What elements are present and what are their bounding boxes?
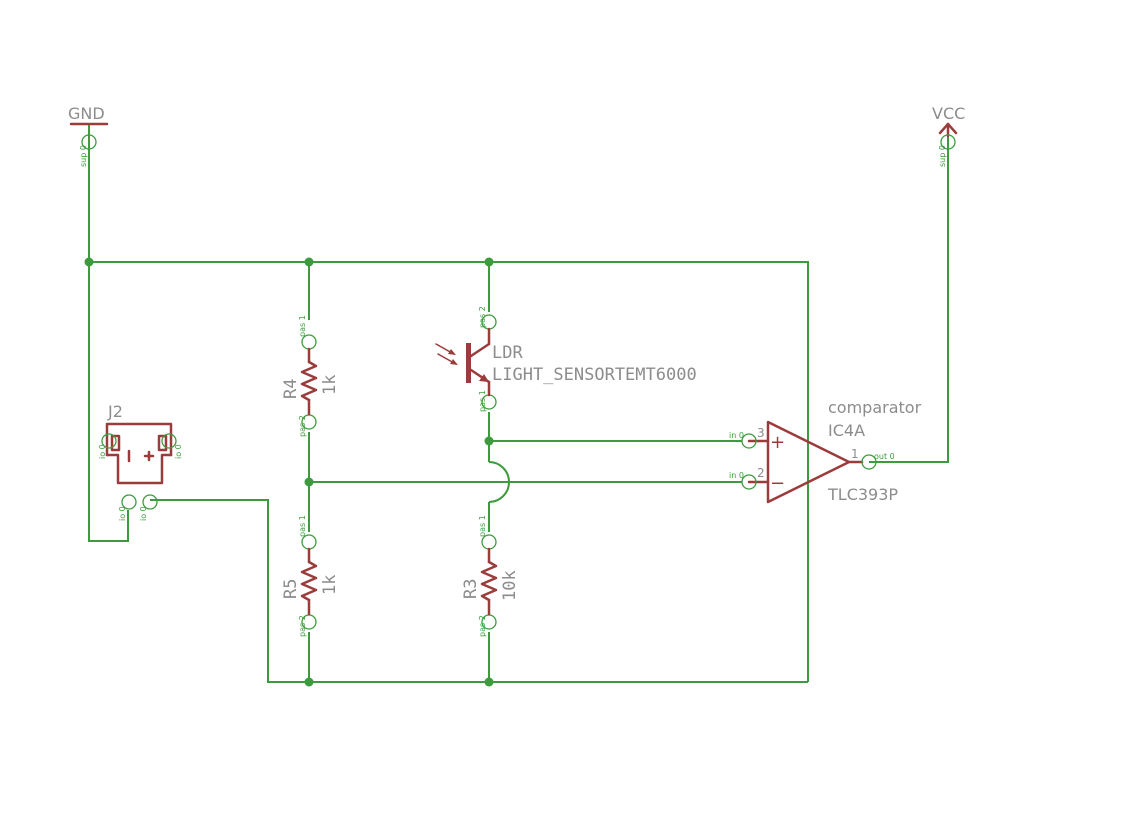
- ldr-light-ray-1: [435, 343, 453, 354]
- wire-top-rail: [89, 261, 809, 682]
- j2-left-lug: [110, 434, 121, 452]
- comparator-pin-out: [861, 454, 877, 470]
- ldr-base-bar: [466, 343, 471, 383]
- comparator-triangle: [766, 420, 851, 504]
- r3-zigzag: [480, 560, 498, 602]
- comparator-ic4a[interactable]: comparator IC4A TLC393P + − in 0 3 in 0 …: [729, 398, 922, 504]
- junction-dot: [304, 677, 314, 687]
- comparator-name: comparator: [828, 398, 922, 417]
- junction-dot: [484, 677, 494, 687]
- ldr-pin-bottom-label: pas 1: [478, 390, 487, 412]
- r3-pin-top-label: pas 1: [478, 515, 487, 537]
- nets: [88, 124, 949, 683]
- ldr-collector: [469, 342, 491, 358]
- comparator-pin-out-num: 1: [851, 447, 859, 461]
- r4-value: 1k: [320, 375, 340, 395]
- ldr-value: LIGHT_SENSORTEMT6000: [492, 365, 697, 385]
- comparator-pin-plus-label: in 0: [729, 431, 744, 440]
- j2-pin-bl-label: io 0: [118, 506, 127, 521]
- comparator-pin-minus: [741, 474, 757, 490]
- wire-output-vcc: [869, 128, 949, 463]
- resistor-r4[interactable]: pas 1 pas 2 R4 1k: [281, 315, 340, 437]
- r4-pin-top-label: pas 1: [298, 315, 307, 337]
- r4-name: R4: [281, 379, 301, 399]
- j2-name: J2: [107, 402, 123, 421]
- r3-value: 10k: [500, 570, 520, 601]
- r5-pin-top-label: pas 1: [298, 515, 307, 537]
- ldr-pin-top-label: pas 2: [478, 306, 487, 328]
- ldr-light-arrow-2: [450, 359, 458, 365]
- comparator-pin-plus-num: 3: [757, 426, 765, 440]
- junctions: [84, 257, 494, 687]
- gnd-label: GND: [68, 104, 105, 123]
- comparator-instance: IC4A: [828, 421, 865, 440]
- r4-zigzag: [300, 360, 318, 402]
- j2-pin-right: [161, 433, 177, 449]
- vcc-pin-label: sup 0: [938, 145, 947, 167]
- r5-pin-bottom-label: pas 2: [298, 615, 307, 637]
- r5-zigzag: [300, 560, 318, 602]
- connector-j2[interactable]: J2 io 0 io 0 io 0 io 0: [98, 402, 183, 521]
- comparator-minus-sign: −: [770, 473, 785, 494]
- vcc-pin-circle: [940, 134, 956, 150]
- vcc-label: VCC: [932, 104, 965, 123]
- j2-body: [105, 422, 173, 457]
- wire-gnd-drop: [88, 128, 129, 542]
- r3-name: R3: [461, 579, 481, 599]
- j2-pin-left-label: io 0: [98, 444, 107, 459]
- comparator-pin-out-label: out 0: [874, 452, 895, 461]
- junction-dot: [484, 436, 494, 446]
- r3-pin-bottom-label: pas 2: [478, 615, 487, 637]
- gnd-pin-label: sup 0: [79, 145, 88, 167]
- comparator-plus-sign: +: [770, 432, 785, 453]
- resistor-r3[interactable]: pas 1 pas 2 R3 10k: [461, 515, 520, 637]
- j2-pin-left: [101, 433, 117, 449]
- j2-lower-body: [105, 453, 173, 485]
- comparator-pin-minus-label: in 0: [729, 471, 744, 480]
- ldr-name: LDR: [492, 343, 523, 363]
- junction-dot: [84, 257, 94, 267]
- vcc-symbol[interactable]: VCC sup 0: [932, 104, 965, 167]
- j2-pin-bottom-right: [142, 494, 158, 510]
- comparator-pin-minus-num: 2: [757, 466, 765, 480]
- resistor-r5[interactable]: pas 1 pas 2 R5 1k: [281, 515, 340, 637]
- ldr-emitter-arrow: [479, 374, 489, 382]
- comparator-pin-plus: [741, 433, 757, 449]
- comparator-value: TLC393P: [827, 485, 898, 504]
- ldr-phototransistor[interactable]: pas 2 pas 1 LDR LIGHT_SENSORTEMT6000: [435, 306, 697, 412]
- gnd-symbol[interactable]: GND sup 0: [68, 104, 109, 167]
- r5-name: R5: [281, 579, 301, 599]
- r4-pin-bottom-label: pas 2: [298, 415, 307, 437]
- j2-pin-bottom-left: [121, 494, 137, 510]
- ldr-light-arrow-1: [448, 349, 456, 355]
- j2-pin-br-label: io 0: [139, 506, 148, 521]
- j2-right-lug: [157, 434, 168, 452]
- junction-dot: [304, 257, 314, 267]
- junction-dot: [484, 257, 494, 267]
- wire-bottom-rail: [150, 499, 808, 683]
- ldr-light-ray-2: [437, 353, 455, 364]
- junction-dot: [304, 477, 314, 487]
- gnd-pin-circle: [81, 134, 97, 150]
- j2-pin-right-label: io 0: [174, 444, 183, 459]
- r5-value: 1k: [320, 575, 340, 595]
